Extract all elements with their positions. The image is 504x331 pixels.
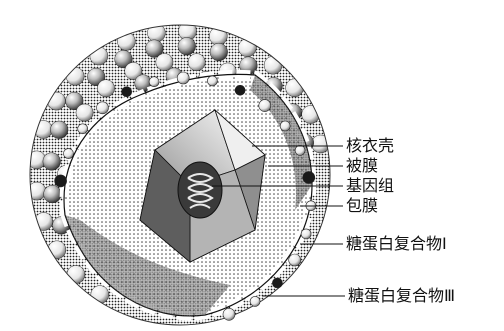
surface-spike — [90, 47, 108, 65]
glycoprotein-knob — [177, 72, 189, 84]
surface-spike — [97, 80, 114, 97]
surface-spike — [156, 54, 173, 71]
glycoprotein-knob — [250, 296, 260, 306]
surface-spike — [47, 92, 65, 110]
surface-spike — [210, 43, 228, 61]
glycoprotein-knob — [207, 76, 217, 86]
glycoprotein-knob — [259, 100, 271, 112]
surface-spike — [50, 121, 68, 139]
label-glycoprotein-complex-3: 糖蛋白复合物Ⅲ — [348, 287, 455, 305]
glycoprotein-knob — [149, 77, 159, 87]
label-envelope: 包膜 — [346, 197, 378, 215]
surface-spike — [43, 153, 61, 171]
glycoprotein-knob — [303, 172, 315, 184]
glycoprotein-knob — [295, 145, 305, 155]
surface-spike — [76, 104, 93, 121]
glycoprotein-knob — [55, 175, 67, 187]
glycoprotein-knob — [272, 278, 282, 288]
surface-spike — [48, 241, 66, 259]
glycoprotein-knob — [223, 308, 235, 320]
glycoprotein-knob — [97, 102, 109, 114]
surface-spike — [44, 185, 62, 203]
surface-spike — [188, 54, 205, 71]
genome-core — [178, 162, 222, 218]
surface-spike — [286, 79, 304, 97]
glycoprotein-knob — [280, 121, 290, 131]
label-genome: 基因组 — [346, 177, 394, 195]
glycoprotein-knob — [122, 87, 132, 97]
label-glycoprotein-complex-1: 糖蛋白复合物Ⅰ — [346, 235, 447, 253]
label-nucleocapsid: 核衣壳 — [346, 137, 394, 155]
label-tegument: 被膜 — [346, 157, 378, 175]
glycoprotein-knob — [289, 254, 301, 266]
glycoprotein-knob — [235, 85, 245, 95]
glycoprotein-knob — [78, 124, 88, 134]
surface-spike — [264, 56, 282, 74]
surface-spike — [66, 67, 84, 85]
surface-spike — [178, 37, 196, 55]
surface-spike — [91, 286, 109, 304]
glycoprotein-knob — [301, 229, 311, 239]
surface-spike — [67, 266, 85, 284]
glycoprotein-knob — [64, 149, 74, 159]
